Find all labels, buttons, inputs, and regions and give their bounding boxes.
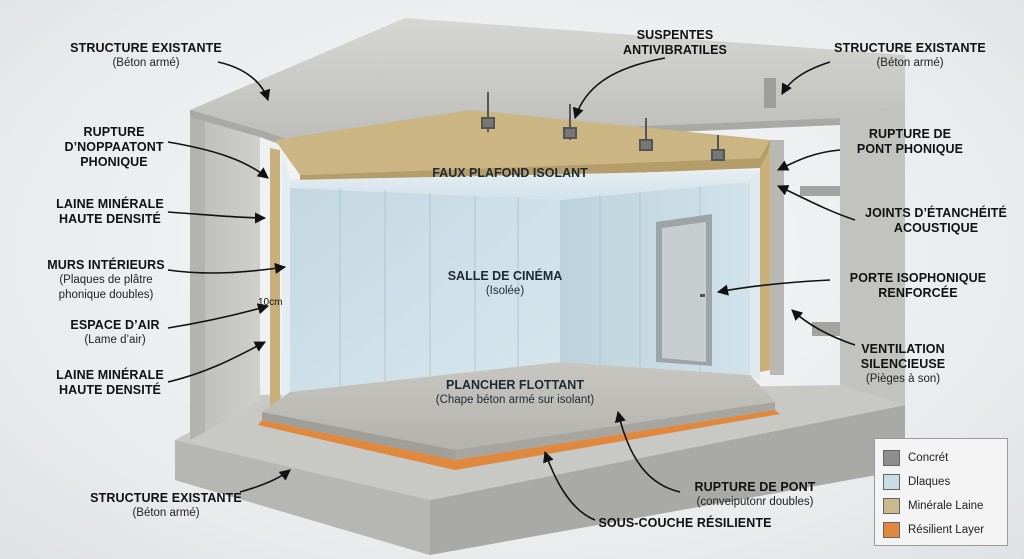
label-title: ESPACE D’AIR (70, 318, 160, 332)
label-silent-ventilation: VENTILATION SILENCIEUSE (Pièges à son) (848, 342, 958, 387)
label-title: VENTILATION (861, 342, 945, 356)
label-title-line3: PHONIQUE (80, 155, 148, 169)
legend-item-resilient-layer: Résilient Layer (883, 518, 999, 542)
label-title: PORTE ISOPHONIQUE (849, 271, 987, 285)
label-title-line2: HAUTE DENSITÉ (58, 383, 161, 397)
label-title: FAUX PLAFOND ISOLANT (432, 166, 588, 180)
right-structure (764, 78, 905, 405)
label-subtitle: (Béton armé) (112, 57, 180, 69)
room-interior (282, 150, 760, 398)
label-rupture-right: RUPTURE DE PONT PHONIQUE (840, 127, 980, 157)
label-title: STRUCTURE EXISTANTE (834, 41, 986, 55)
label-title-line2: PONT PHONIQUE (856, 142, 964, 156)
label-subtitle: (Pièges à son) (865, 373, 941, 385)
legend-item-mineral-wool: Minérale Laine (883, 494, 999, 518)
label-existing-structure-top-left: STRUCTURE EXISTANTE (Béton armé) (56, 41, 236, 71)
label-subtitle: (Béton armé) (876, 57, 944, 69)
leader-arrows (167, 57, 856, 521)
label-title-line2: RENFORCÉE (878, 286, 958, 300)
label-subtitle-line2: phonique doubles) (58, 289, 154, 301)
legend: Concrét Dlaques Minérale Laine Résilient… (874, 438, 1008, 546)
ceiling-hangers (481, 92, 725, 161)
label-title: MURS INTÉRIEURS (47, 258, 165, 272)
label-title: SOUS-COUCHE RÉSILIENTE (598, 516, 772, 530)
label-subtitle: (Plaques de plâtre (59, 274, 153, 286)
label-insulated-ceiling: FAUX PLAFOND ISOLANT (410, 166, 610, 181)
label-rupture-left: RUPTURE D’NOPPAATONT PHONIQUE (60, 125, 168, 170)
legend-item-plaster: Dlaques (883, 470, 999, 494)
label-interior-walls: MURS INTÉRIEURS (Plaques de plâtre phoni… (44, 258, 168, 303)
label-mineral-wool-upper: LAINE MINÉRALE HAUTE DENSITÉ (50, 197, 170, 227)
label-title-line2: ANTIVIBRATILES (623, 43, 727, 57)
label-floating-floor: PLANCHER FLOTTANT (Chape béton armé sur … (400, 378, 630, 408)
label-cinema-room: SALLE DE CINÉMA (Isolée) (430, 269, 580, 299)
label-subtitle: (conveiputonr doubles) (696, 496, 814, 508)
label-existing-structure-bottom: STRUCTURE EXISTANTE (Béton armé) (76, 491, 256, 521)
legend-swatch (883, 474, 900, 490)
label-title: RUPTURE DE PONT (694, 480, 816, 494)
label-title: STRUCTURE EXISTANTE (70, 41, 222, 55)
label-acoustic-seals: JOINTS D’ÉTANCHÉITÉ ACOUSTIQUE (856, 206, 1016, 236)
label-title: RUPTURE (83, 125, 145, 139)
label-existing-structure-top-right: STRUCTURE EXISTANTE (Béton armé) (820, 41, 1000, 71)
legend-label: Résilient Layer (908, 524, 985, 536)
label-resilient-underlay: SOUS-COUCHE RÉSILIENTE (585, 516, 785, 531)
legend-swatch (883, 522, 900, 538)
label-air-gap: ESPACE D’AIR (Lame d’air) (60, 318, 170, 348)
label-mineral-wool-lower: LAINE MINÉRALE HAUTE DENSITÉ (50, 368, 170, 398)
label-title: LAINE MINÉRALE (56, 368, 164, 382)
floating-floor (258, 362, 780, 470)
label-title: STRUCTURE EXISTANTE (90, 491, 242, 505)
label-anti-vibration-hangers: SUSPENTES ANTIVIBRATILES (600, 28, 750, 58)
label-title: LAINE MINÉRALE (56, 197, 164, 211)
label-title: SALLE DE CINÉMA (447, 269, 563, 283)
mineral-wool-layers (270, 110, 770, 410)
label-title: PLANCHER FLOTTANT (446, 378, 584, 392)
label-title: RUPTURE DE (868, 127, 952, 141)
label-title-line2: HAUTE DENSITÉ (58, 212, 161, 226)
label-title-line2: D’NOPPAATONT (64, 140, 164, 154)
legend-swatch (883, 498, 900, 514)
label-title: SUSPENTES (636, 28, 714, 42)
label-title-line2: ACOUSTIQUE (893, 221, 979, 235)
legend-label: Dlaques (908, 476, 951, 488)
legend-label: Minérale Laine (908, 500, 984, 512)
air-gap-dimension: 10cm (258, 297, 283, 308)
label-subtitle: (Béton armé) (132, 507, 200, 519)
label-rupture-bottom: RUPTURE DE PONT (conveiputonr doubles) (675, 480, 835, 510)
label-subtitle: (Chape béton armé sur isolant) (435, 394, 595, 406)
legend-label: Concrét (908, 452, 949, 464)
label-title-line2: SILENCIEUSE (860, 357, 946, 371)
legend-swatch (883, 450, 900, 466)
label-subtitle: (Isolée) (485, 285, 525, 297)
legend-item-concrete: Concrét (883, 446, 999, 470)
label-title: JOINTS D’ÉTANCHÉITÉ (865, 206, 1007, 220)
label-subtitle: (Lame d’air) (84, 334, 146, 346)
label-soundproof-door: PORTE ISOPHONIQUE RENFORCÉE (832, 271, 1004, 301)
